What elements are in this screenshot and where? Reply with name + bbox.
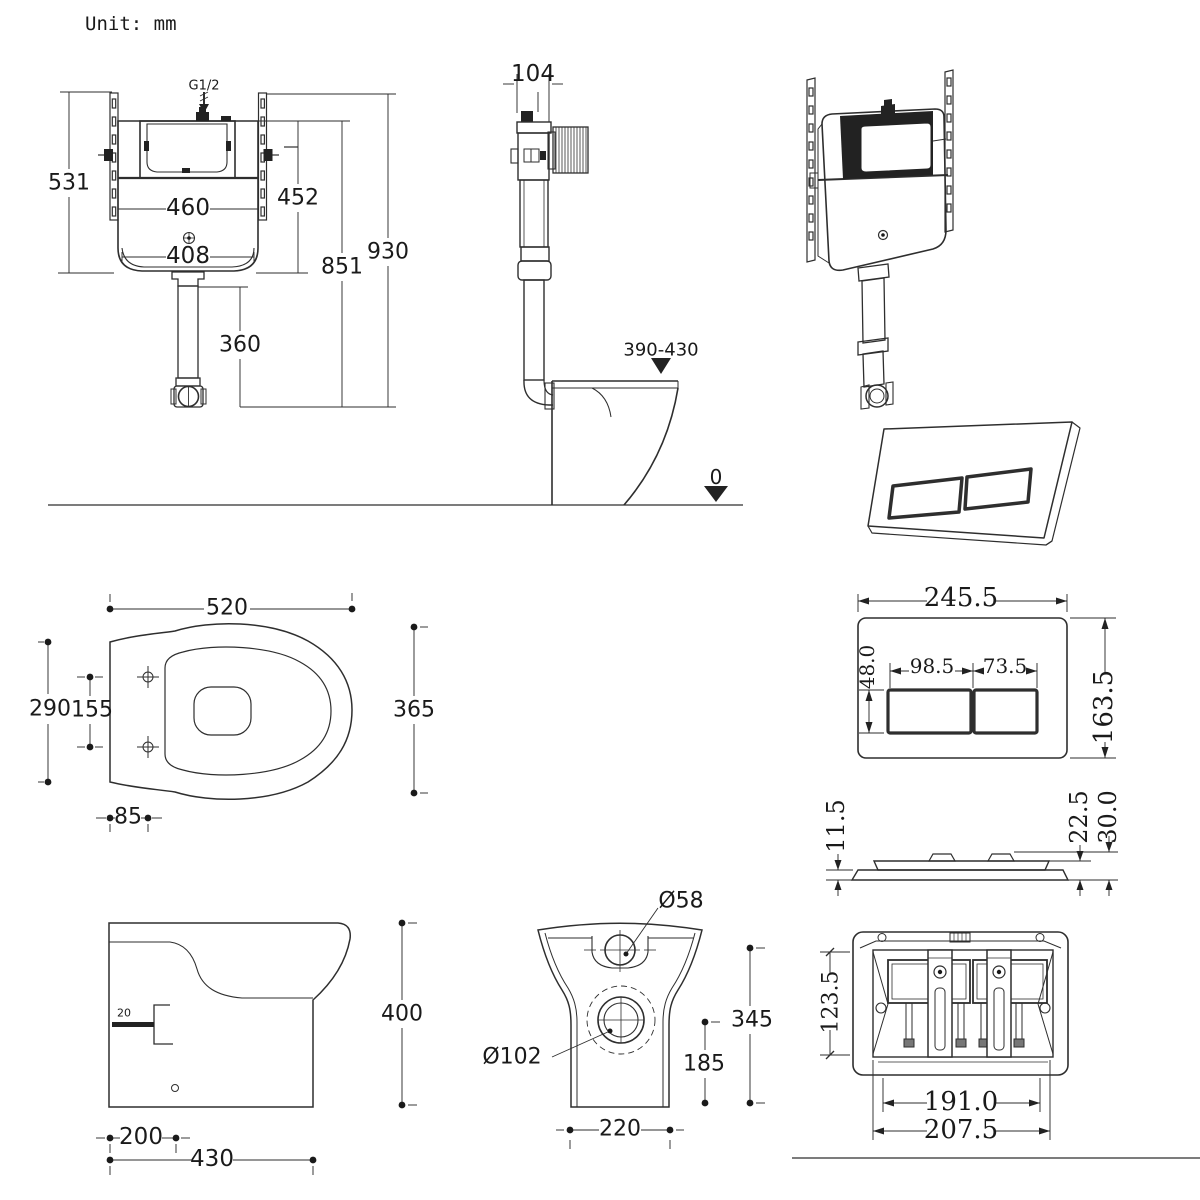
outlet-marker: [112, 1022, 154, 1027]
dim-plate-height: 163.5: [1089, 670, 1119, 744]
plate-side-arrows: [834, 842, 1113, 890]
dim-tank-height: 452: [277, 186, 319, 211]
dim-pan-side-note: 20: [117, 1007, 131, 1020]
dim-pan-depth: 430: [190, 1146, 234, 1172]
dim-rail-height: 531: [48, 171, 90, 196]
inlet-nub: [196, 112, 209, 121]
view-pan-back: Ø58 Ø102 345 185 220: [482, 889, 773, 1149]
dim-rim-height-range: 390-430: [623, 340, 698, 361]
plate-front-arrows: [858, 597, 1109, 758]
dim-flush-pipe: 360: [219, 333, 261, 358]
dim-seat-hinge-offset: 85: [114, 805, 142, 830]
fill-valve: [510, 121, 589, 410]
plate-back-pins: [903, 1002, 1025, 1048]
dim-plate-width: 245.5: [924, 583, 998, 613]
dim-pan-inlet-height: 345: [731, 1008, 773, 1033]
plate-side-profile: [850, 853, 1070, 881]
depth-dim-lines: [503, 74, 563, 122]
rail-clamp-left: [104, 149, 113, 161]
dim-pan-outlet-diameter: Ø102: [482, 1045, 541, 1070]
inlet-arrow-icon: [199, 91, 209, 113]
valve-cap: [521, 111, 533, 122]
unit-label: Unit: mm: [85, 13, 177, 35]
plate-back-rim: [859, 932, 1062, 949]
valve-hatch: [555, 127, 587, 173]
dim-inlet-thread: G1/2: [189, 79, 220, 94]
view-plate-side: 11.5 22.5 30.0: [822, 790, 1122, 896]
pan-side-outline: [108, 922, 351, 1108]
level-marker-rim-icon: [651, 358, 671, 374]
dim-plate-back-height: 123.5: [819, 971, 844, 1034]
view-seat-top: 520 290 155 365 85: [29, 593, 435, 832]
plate-front-button-large: [886, 688, 973, 735]
dim-plate-button-left: 98.5: [910, 654, 955, 678]
dim-plate-button-right: 73.5: [983, 654, 1028, 678]
dim-floor-level: 0: [710, 465, 723, 489]
plate-back-clip-towers: [927, 949, 1012, 1058]
view-cistern-front: G1/2 531 460 408 452 851 930: [48, 79, 409, 408]
dim-pan-back-width: 220: [599, 1117, 641, 1142]
plate-3d-button-small: [963, 467, 1033, 511]
dim-plate-side-total: 30.0: [1094, 790, 1122, 843]
dim-plate-button-height: 48.0: [855, 645, 879, 690]
dim-plate-side-base: 11.5: [822, 799, 850, 852]
pan-profile: [551, 380, 679, 506]
cistern-tank-outline: [117, 120, 259, 272]
rail-clamp-right: [263, 149, 273, 161]
plate-3d-body: [867, 421, 1081, 546]
view-plate-back: 123.5 191.0 207.5: [792, 931, 1200, 1159]
level-marker-floor-icon: [704, 486, 728, 502]
view-cistern-3d: [806, 69, 954, 410]
plate-3d-button-large: [887, 476, 964, 520]
pan-back-leaders: [551, 907, 659, 1058]
plate-front-button-small: [972, 688, 1039, 735]
pan-side-dim-lines: [96, 922, 417, 1175]
pan-back-dim-lines: [556, 947, 765, 1149]
dim-plate-side-mid: 22.5: [1065, 790, 1093, 843]
dim-pan-outlet-setout: 200: [119, 1124, 163, 1150]
dim-height-total: 930: [367, 240, 409, 265]
dim-depth: 104: [511, 61, 555, 87]
dim-pan-height: 400: [381, 1002, 423, 1027]
seat-outline: [109, 622, 353, 801]
dim-seat-length: 520: [206, 596, 248, 621]
flush-pipe-3d: [857, 263, 894, 410]
flush-pipe-front: [170, 271, 207, 408]
dim-width-top: 460: [166, 195, 210, 221]
dim-pan-outlet-height: 185: [683, 1052, 725, 1077]
plate-side-dim-lines: [826, 836, 1118, 896]
cistern-body-3d: [809, 108, 949, 272]
dim-width-base: 408: [166, 243, 210, 269]
pan-back-crosshairs: [584, 930, 656, 1043]
dim-seat-width-max: 365: [393, 698, 435, 723]
view-cistern-side: 104: [48, 61, 743, 506]
plate-back-outline: [852, 931, 1069, 1076]
rails-3d: [806, 69, 954, 263]
cistern-front-dim-lines: [58, 91, 396, 408]
dim-seat-width-left: 290: [29, 697, 71, 722]
dim-plate-back-fixing: 191.0: [924, 1087, 998, 1117]
dim-seat-hinge-spacing: 155: [71, 698, 113, 723]
plate-front-outline: [857, 617, 1068, 759]
dim-height-851: 851: [321, 255, 363, 280]
view-plate-front: 245.5 163.5 48.0 98.5 73.5: [855, 583, 1119, 759]
plate-back-arrows: [873, 1099, 1050, 1135]
view-pan-side: 20 400 200 430: [96, 919, 423, 1175]
hinge-hole-crosshairs: [137, 666, 159, 758]
view-plate-3d: [867, 421, 1081, 546]
dim-pan-inlet-diameter: Ø58: [658, 889, 703, 914]
dim-plate-back-width: 207.5: [924, 1115, 998, 1145]
